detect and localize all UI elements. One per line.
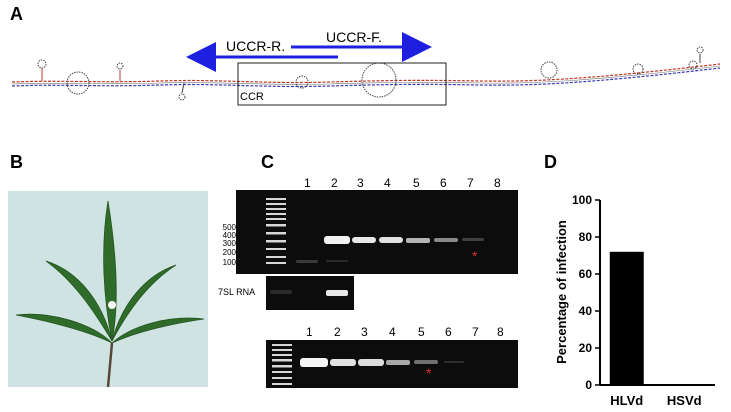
sample-bands [296, 236, 484, 263]
panel-b-letter: B [10, 152, 23, 172]
chart-ytick-label-5: 100 [572, 193, 592, 207]
gel-bottom-lane-6: 6 [445, 325, 452, 339]
gel-bottom-lane-4: 4 [389, 325, 396, 339]
control-label: 7SL RNA [218, 287, 256, 297]
chart-ytick-label-0: 0 [585, 378, 592, 392]
chart-ytick-label-2: 40 [579, 304, 593, 318]
gel-control [266, 276, 354, 310]
ccr-box [237, 62, 447, 106]
gel-top-asterisk: * [472, 248, 478, 264]
gel-bottom [266, 340, 518, 388]
gel-bottom-asterisk: * [426, 365, 432, 381]
chart-category-label-hsvd: HSVd [667, 393, 702, 408]
gel-top-lane-1: 1 [304, 176, 311, 190]
gel-bottom-lane-8: 8 [497, 325, 504, 339]
gel-bottom-lane-2: 2 [334, 325, 341, 339]
ladder-label-100: 100 [222, 258, 236, 267]
gel-bottom-lane-5: 5 [418, 325, 425, 339]
rna-branches [37, 46, 704, 101]
gel-top-lane-5: 5 [413, 176, 420, 190]
panel-a-letter: A [10, 4, 23, 24]
gel-bottom-lane-7: 7 [472, 325, 479, 339]
panel-c-letter: C [261, 152, 274, 172]
panel-d-letter: D [544, 152, 557, 172]
gel-top-lane-6: 6 [440, 176, 447, 190]
ladder-label-500: 500 [222, 223, 236, 232]
gel-top-lane-7: 7 [467, 176, 474, 190]
gel-bottom-lane-3: 3 [361, 325, 368, 339]
chart-ytick-label-1: 20 [579, 341, 593, 355]
ladder-label-400: 400 [222, 231, 236, 240]
chart-ytick-label-3: 60 [579, 267, 593, 281]
cannabis-leaf-photo [8, 191, 208, 387]
viroid-secondary-structure [11, 32, 721, 106]
ladder-label-300: 300 [222, 239, 236, 248]
ladder-bands [266, 198, 286, 264]
ladder-label-200: 200 [222, 248, 236, 257]
gel-top-lane-8: 8 [494, 176, 501, 190]
gel-top-lane-2: 2 [331, 176, 338, 190]
gel-top [236, 190, 518, 274]
rna-stem [11, 63, 721, 88]
ccr-box-label: CCR [240, 91, 264, 103]
infection-bar-chart: Percentage of infection 0 20 40 60 80 100HLVd… [554, 193, 715, 408]
chart-bar-hlvd [609, 251, 644, 385]
gel-top-lane-4: 4 [384, 176, 391, 190]
chart-category-label-hlvd: HLVd [610, 393, 643, 408]
gel-bottom-lane-1: 1 [306, 325, 313, 339]
gel-top-lane-3: 3 [357, 176, 364, 190]
primer-reverse-label: UCCR-R. [226, 38, 286, 54]
primer-forward-label: UCCR-F. [326, 29, 382, 45]
rna-loops [66, 60, 698, 98]
chart-ytick-label-4: 80 [579, 230, 593, 244]
chart-ylabel: Percentage of infection [554, 220, 569, 364]
